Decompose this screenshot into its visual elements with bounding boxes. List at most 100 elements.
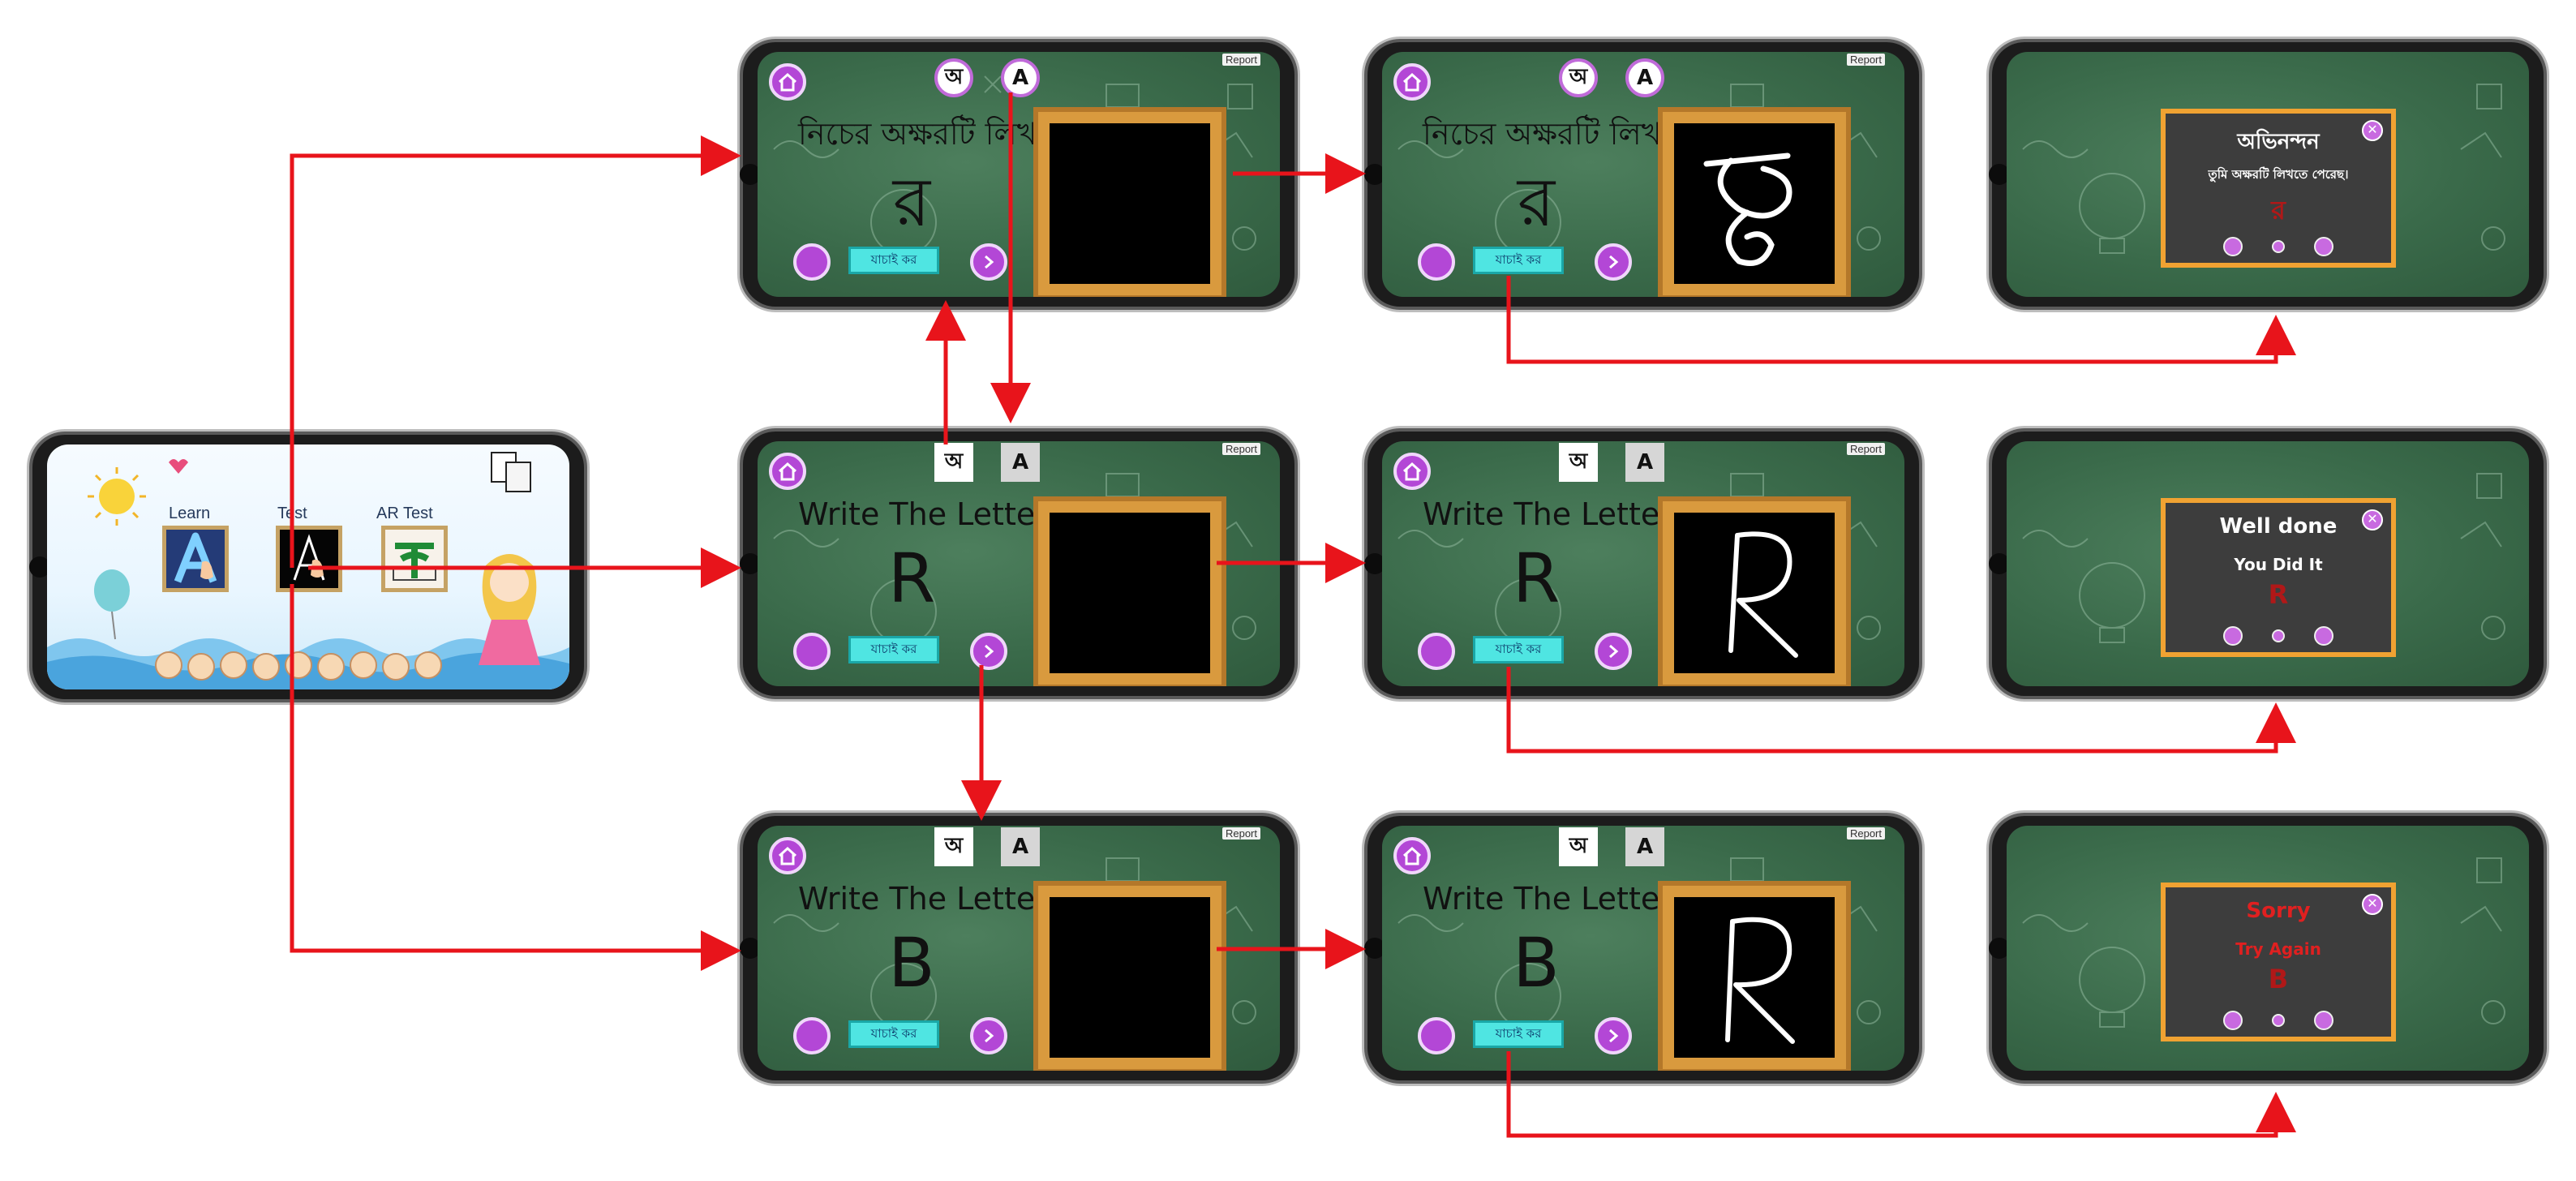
english-language-button[interactable]: A: [1001, 443, 1040, 482]
dialog-letter: R: [2268, 579, 2289, 610]
close-button[interactable]: ✕: [2362, 120, 2383, 141]
ar-test-button[interactable]: [381, 526, 448, 592]
eraser-button[interactable]: [793, 1017, 831, 1054]
ar-letter-icon: [393, 543, 436, 581]
phone-bn-result: অভিনন্দন তুমি অক্ষরটি লিখতে পেরেছ। র ✕: [1989, 42, 2544, 307]
dialog-title: Sorry: [2246, 899, 2311, 923]
children-row-art: [155, 651, 442, 681]
writing-board: [1033, 107, 1226, 297]
chevron-right-icon: [985, 1029, 994, 1043]
camera-notch: [740, 938, 761, 959]
home-button[interactable]: [1393, 453, 1431, 490]
chevron-right-icon: [1609, 644, 1619, 659]
next-button[interactable]: [970, 633, 1007, 670]
next-button[interactable]: [970, 243, 1007, 281]
drawing-canvas[interactable]: [1050, 123, 1210, 284]
home-button[interactable]: [769, 453, 806, 490]
english-language-button[interactable]: A: [1001, 58, 1040, 97]
check-button[interactable]: যাচাই কর: [1473, 247, 1564, 274]
next-icon[interactable]: [2314, 626, 2333, 646]
test-label: Test: [277, 505, 307, 522]
home-button[interactable]: [769, 63, 806, 101]
check-button[interactable]: যাচাই কর: [848, 636, 939, 664]
home-icon[interactable]: [2223, 237, 2243, 256]
chalkboard-doodles: [2022, 473, 2505, 643]
letter-a-trace-icon: [174, 532, 217, 583]
game-screen: অভিনন্দন তুমি অক্ষরটি লিখতে পেরেছ। র ✕: [2007, 52, 2529, 297]
drawing-canvas[interactable]: [1674, 123, 1835, 284]
drawing-canvas[interactable]: [1674, 513, 1835, 673]
bangla-language-button[interactable]: অ: [1559, 58, 1598, 97]
drawing-canvas[interactable]: [1674, 897, 1835, 1058]
eraser-button[interactable]: [1418, 243, 1455, 281]
phone-en-b-result: Sorry Try Again B ✕: [1989, 816, 2544, 1080]
phone-bn-drawn: Report অ A নিচের অক্ষরটি লিখ র যাচাই কর: [1364, 42, 1919, 307]
drawing-canvas[interactable]: [1050, 513, 1210, 673]
check-button[interactable]: যাচাই কর: [848, 247, 939, 274]
writing-board: [1033, 496, 1226, 686]
bangla-language-button[interactable]: অ: [934, 58, 973, 97]
eraser-button[interactable]: [1418, 633, 1455, 670]
handwritten-stroke: [1728, 531, 1798, 658]
home-button[interactable]: [769, 837, 806, 874]
bangla-language-button[interactable]: অ: [1559, 827, 1598, 866]
replay-icon[interactable]: [2272, 1014, 2285, 1027]
eraser-button[interactable]: [793, 633, 831, 670]
dialog-letter: র: [2271, 195, 2286, 225]
close-button[interactable]: ✕: [2362, 509, 2383, 530]
camera-notch: [1364, 938, 1385, 959]
camera-notch: [740, 553, 761, 574]
check-button[interactable]: যাচাই কর: [1473, 636, 1564, 664]
bangla-language-button[interactable]: অ: [934, 443, 973, 482]
eraser-button[interactable]: [793, 243, 831, 281]
english-language-button[interactable]: A: [1625, 443, 1664, 482]
test-button[interactable]: [276, 526, 342, 592]
home-screen: Learn Test AR Test: [47, 444, 569, 689]
next-button[interactable]: [970, 1017, 1007, 1054]
girl-character-art: [479, 554, 540, 665]
game-screen: Report অ A নিচের অক্ষরটি লিখ র যাচাই কর: [758, 52, 1280, 297]
drawing-canvas[interactable]: [1050, 897, 1210, 1058]
home-button[interactable]: [1393, 837, 1431, 874]
dialog-letter: B: [2268, 964, 2289, 994]
replay-icon[interactable]: [2272, 240, 2285, 253]
eraser-button[interactable]: [1418, 1017, 1455, 1054]
english-language-button[interactable]: A: [1001, 827, 1040, 866]
next-button[interactable]: [1595, 633, 1632, 670]
writing-board: [1658, 496, 1851, 686]
home-button[interactable]: [1393, 63, 1431, 101]
check-button[interactable]: যাচাই কর: [1473, 1020, 1564, 1048]
result-dialog: Sorry Try Again B ✕: [2161, 883, 2396, 1041]
chalkboard-doodles: [2022, 84, 2505, 254]
chevron-right-icon: [985, 255, 994, 269]
bangla-language-button[interactable]: অ: [1559, 443, 1598, 482]
report-button[interactable]: Report: [1846, 443, 1885, 455]
chevron-right-icon: [1609, 255, 1619, 269]
balloon-icon: [94, 569, 130, 612]
replay-icon[interactable]: [2272, 629, 2285, 642]
report-button[interactable]: Report: [1221, 54, 1260, 66]
next-icon[interactable]: [2314, 1011, 2333, 1030]
camera-notch: [1989, 553, 2010, 574]
learn-button[interactable]: [162, 526, 229, 592]
bangla-language-button[interactable]: অ: [934, 827, 973, 866]
camera-notch: [1364, 164, 1385, 185]
target-letter: র: [1517, 162, 1556, 242]
camera-notch: [1364, 553, 1385, 574]
prompt-text: নিচের অক্ষরটি লিখ: [1423, 116, 1662, 152]
home-icon[interactable]: [2223, 1011, 2243, 1030]
report-button[interactable]: Report: [1846, 54, 1885, 66]
english-language-button[interactable]: A: [1625, 58, 1664, 97]
home-icon[interactable]: [2223, 626, 2243, 646]
check-button[interactable]: যাচাই কর: [848, 1020, 939, 1048]
close-button[interactable]: ✕: [2362, 894, 2383, 915]
target-letter: B: [888, 923, 935, 1003]
report-button[interactable]: Report: [1846, 827, 1885, 840]
report-button[interactable]: Report: [1221, 827, 1260, 840]
english-language-button[interactable]: A: [1625, 827, 1664, 866]
report-button[interactable]: Report: [1221, 443, 1260, 455]
next-button[interactable]: [1595, 243, 1632, 281]
prompt-text: Write The Letter: [798, 881, 1048, 917]
next-icon[interactable]: [2314, 237, 2333, 256]
next-button[interactable]: [1595, 1017, 1632, 1054]
